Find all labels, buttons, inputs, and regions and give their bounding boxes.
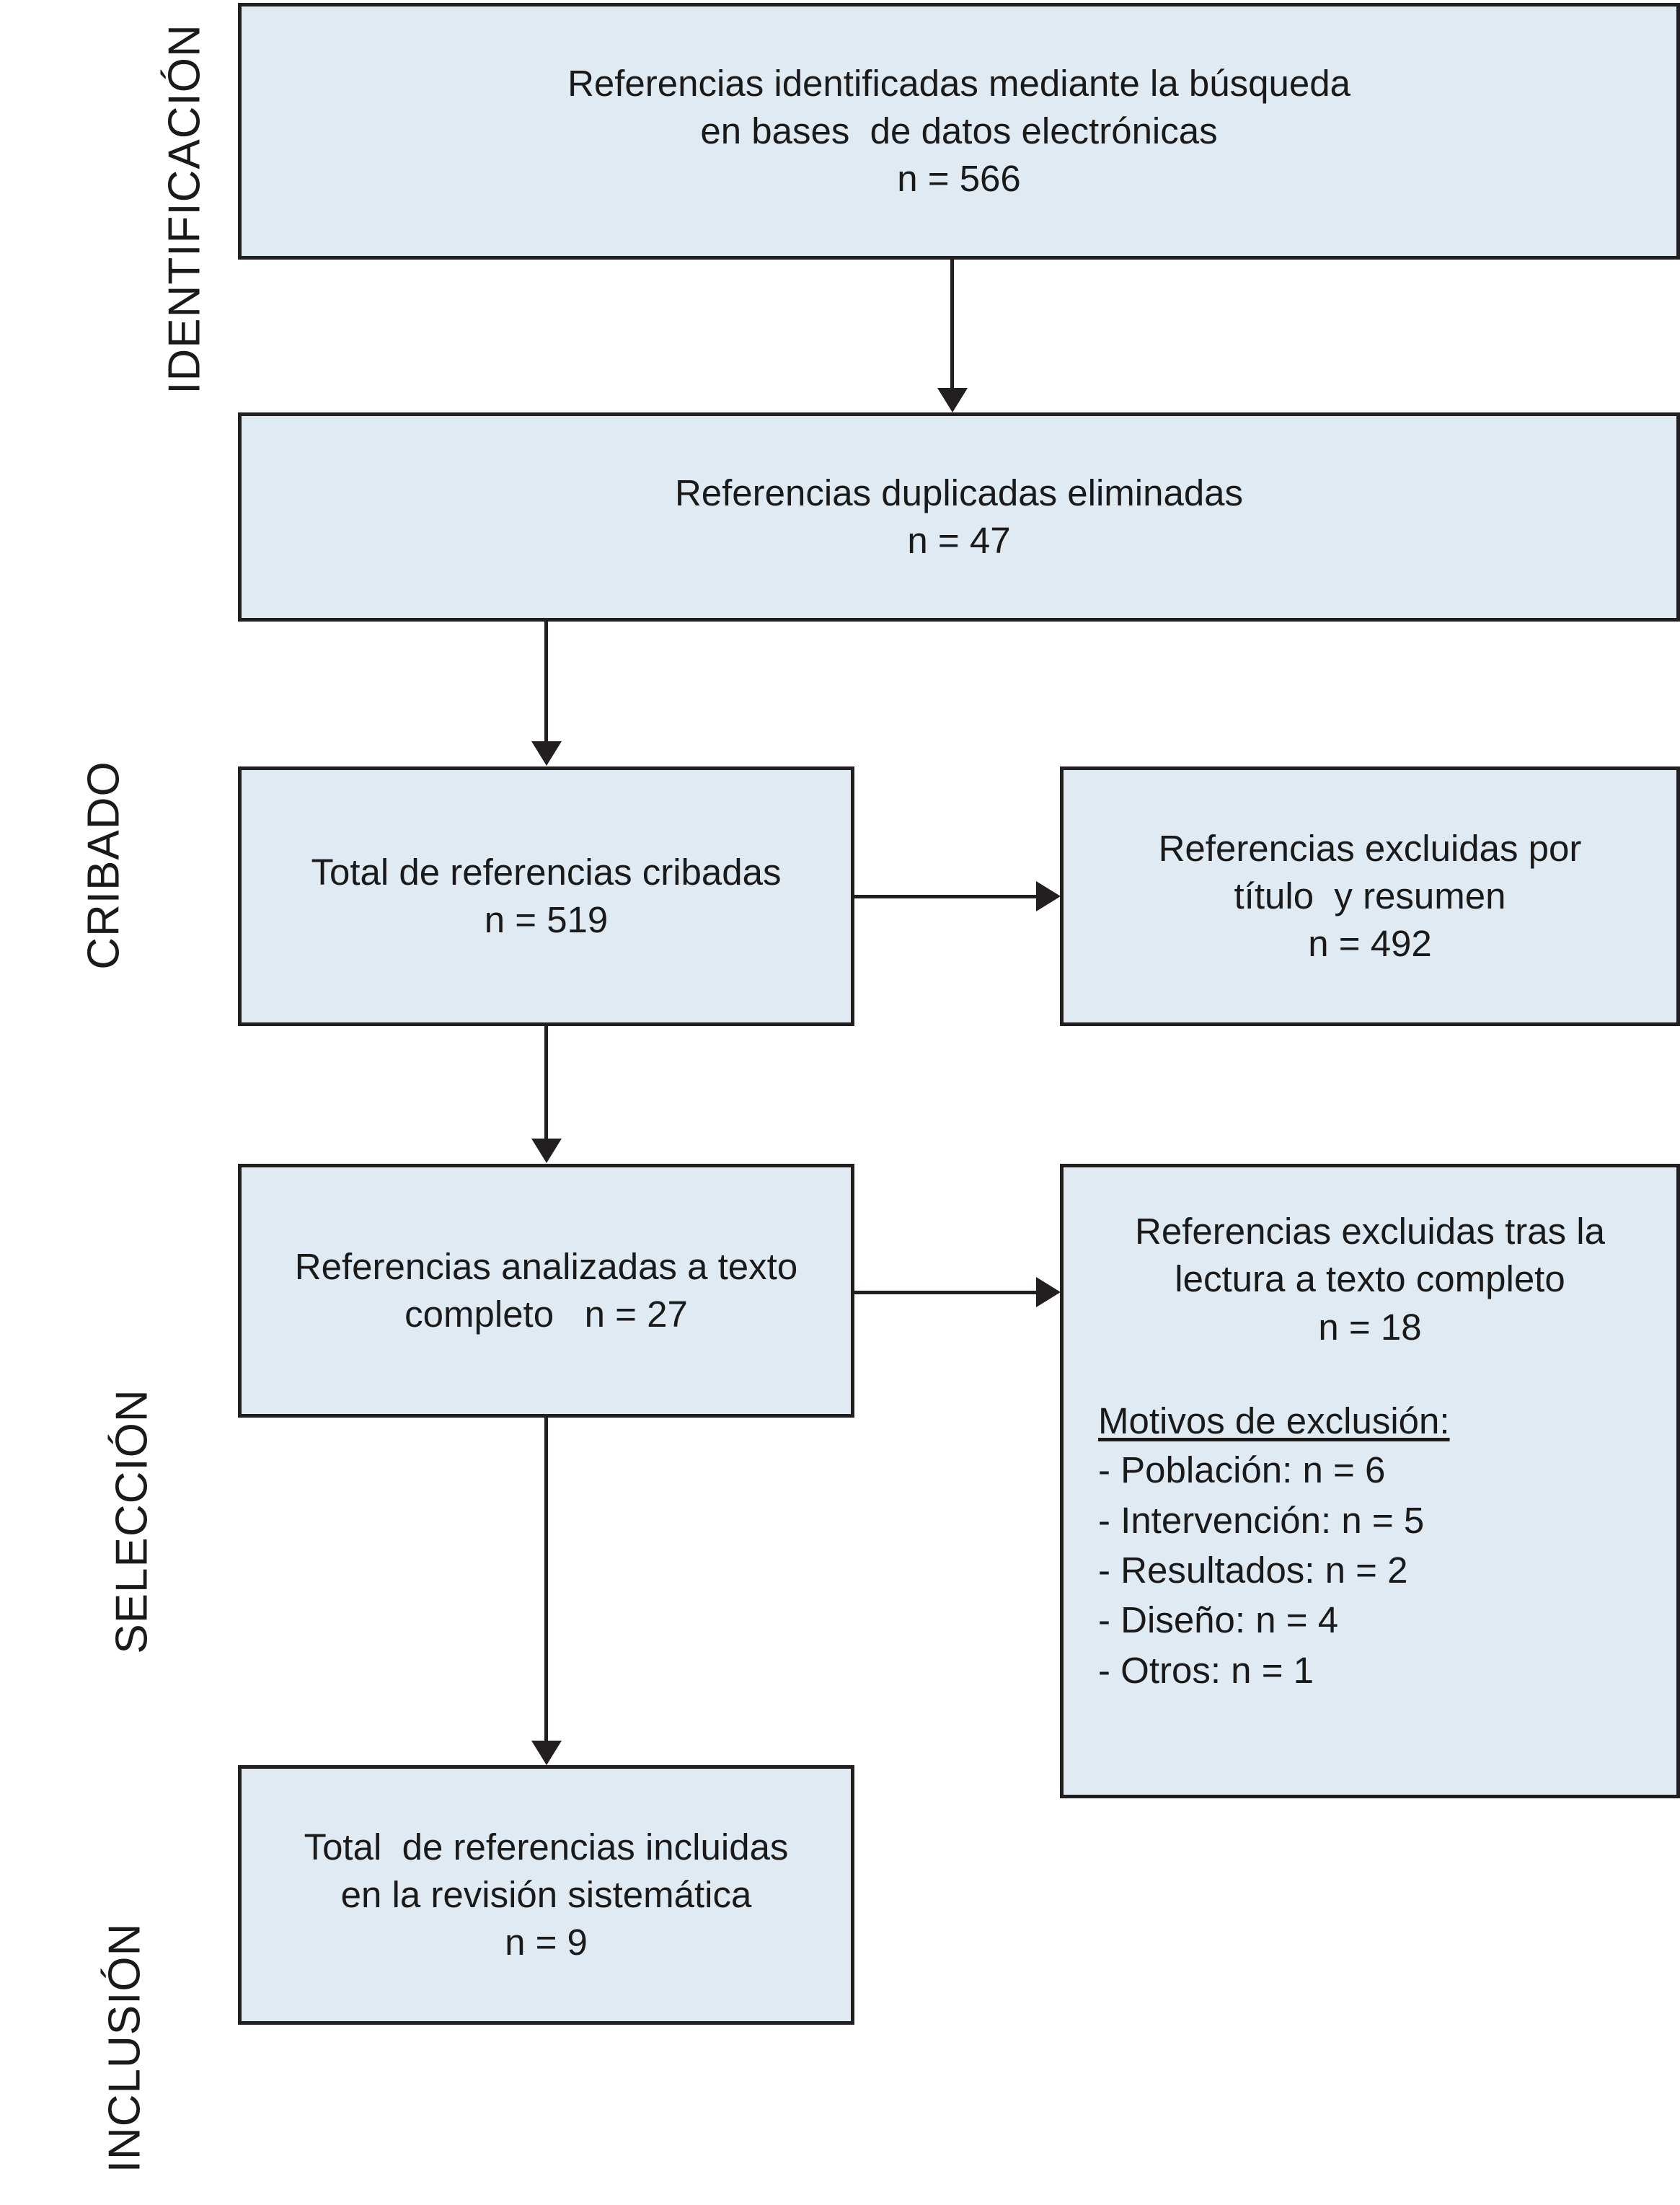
node-references-included-line-2: en la revisión sistemática (340, 1873, 752, 1915)
exclusion-reasons-list: Motivos de exclusión: - Población: n = 6… (1098, 1397, 1450, 1695)
node-references-identified-count: n = 566 (897, 158, 1021, 200)
stage-label-seleccion: SELECCIÓN (0, 1389, 157, 1653)
connector-screened-to-fulltext (544, 1026, 548, 1140)
connector-identified-to-duplicates (950, 260, 954, 389)
node-references-screened-line-1: Total de referencias cribadas (311, 851, 782, 893)
node-fulltext-assessed-line-1: Referencias analizadas a texto (294, 1245, 798, 1287)
stage-label-identificacion: IDENTIFICACIÓN (0, 24, 210, 394)
exclusion-reason-intervencion: - Intervención: n = 5 (1098, 1499, 1425, 1541)
node-references-included-count: n = 9 (505, 1922, 588, 1963)
stage-label-seleccion-text: SELECCIÓN (107, 1389, 157, 1654)
connector-duplicates-to-screened (544, 622, 548, 743)
node-excluded-fulltext-line-2: lectura a texto completo (1175, 1258, 1565, 1300)
exclusion-reason-resultados: - Resultados: n = 2 (1098, 1549, 1408, 1591)
node-excluded-fulltext-header: Referencias excluidas tras la lectura a … (1135, 1208, 1605, 1351)
node-references-identified-line-1: Referencias identificadas mediante la bú… (567, 62, 1350, 104)
connector-fulltext-to-included (544, 1418, 548, 1742)
exclusion-reasons-title: Motivos de exclusión: (1098, 1400, 1450, 1441)
node-excluded-title-abstract-line-1: Referencias excluidas por (1158, 827, 1582, 869)
exclusion-reason-poblacion: - Población: n = 6 (1098, 1449, 1386, 1491)
node-excluded-title-abstract: Referencias excluidas por título y resum… (1060, 766, 1680, 1026)
node-excluded-fulltext-count: n = 18 (1318, 1306, 1422, 1348)
node-references-screened: Total de referencias cribadas n = 519 (238, 766, 854, 1026)
arrow-screened-to-fulltext (531, 1139, 562, 1163)
node-excluded-title-abstract-line-2: título y resumen (1234, 875, 1506, 916)
node-excluded-fulltext: Referencias excluidas tras la lectura a … (1060, 1164, 1680, 1798)
node-excluded-fulltext-line-1: Referencias excluidas tras la (1135, 1211, 1605, 1252)
arrow-fulltext-to-included (531, 1741, 562, 1765)
node-fulltext-assessed: Referencias analizadas a texto completo … (238, 1164, 854, 1418)
connector-screened-to-excluded-title (854, 895, 1036, 898)
node-excluded-title-abstract-count: n = 492 (1308, 923, 1432, 965)
node-duplicates-removed: Referencias duplicadas eliminadas n = 47 (238, 412, 1680, 622)
stage-label-inclusion-text: INCLUSIÓN (100, 1922, 150, 2173)
connector-fulltext-to-excluded-fulltext (854, 1291, 1036, 1294)
node-duplicates-removed-line-1: Referencias duplicadas eliminadas (674, 472, 1244, 513)
node-references-identified: Referencias identificadas mediante la bú… (238, 3, 1680, 260)
stage-label-cribado: CRIBADO (0, 761, 129, 969)
node-references-identified-line-2: en bases de datos electrónicas (700, 110, 1218, 151)
arrow-fulltext-to-excluded-fulltext (1036, 1277, 1061, 1307)
arrow-screened-to-excluded-title (1036, 881, 1061, 911)
stage-label-inclusion: INCLUSIÓN (0, 1923, 149, 2173)
exclusion-reason-diseno: - Diseño: n = 4 (1098, 1599, 1339, 1641)
node-references-screened-count: n = 519 (484, 899, 609, 940)
node-fulltext-assessed-count: completo n = 27 (404, 1294, 688, 1335)
arrow-identified-to-duplicates (937, 388, 968, 412)
exclusion-reason-otros: - Otros: n = 1 (1098, 1649, 1314, 1691)
stage-label-identificacion-text: IDENTIFICACIÓN (159, 24, 210, 394)
node-references-included: Total de referencias incluidas en la rev… (238, 1765, 854, 2025)
node-duplicates-removed-count: n = 47 (907, 520, 1011, 561)
stage-label-cribado-text: CRIBADO (79, 761, 129, 970)
arrow-duplicates-to-screened (531, 741, 562, 766)
node-references-included-line-1: Total de referencias incluidas (304, 1826, 789, 1868)
